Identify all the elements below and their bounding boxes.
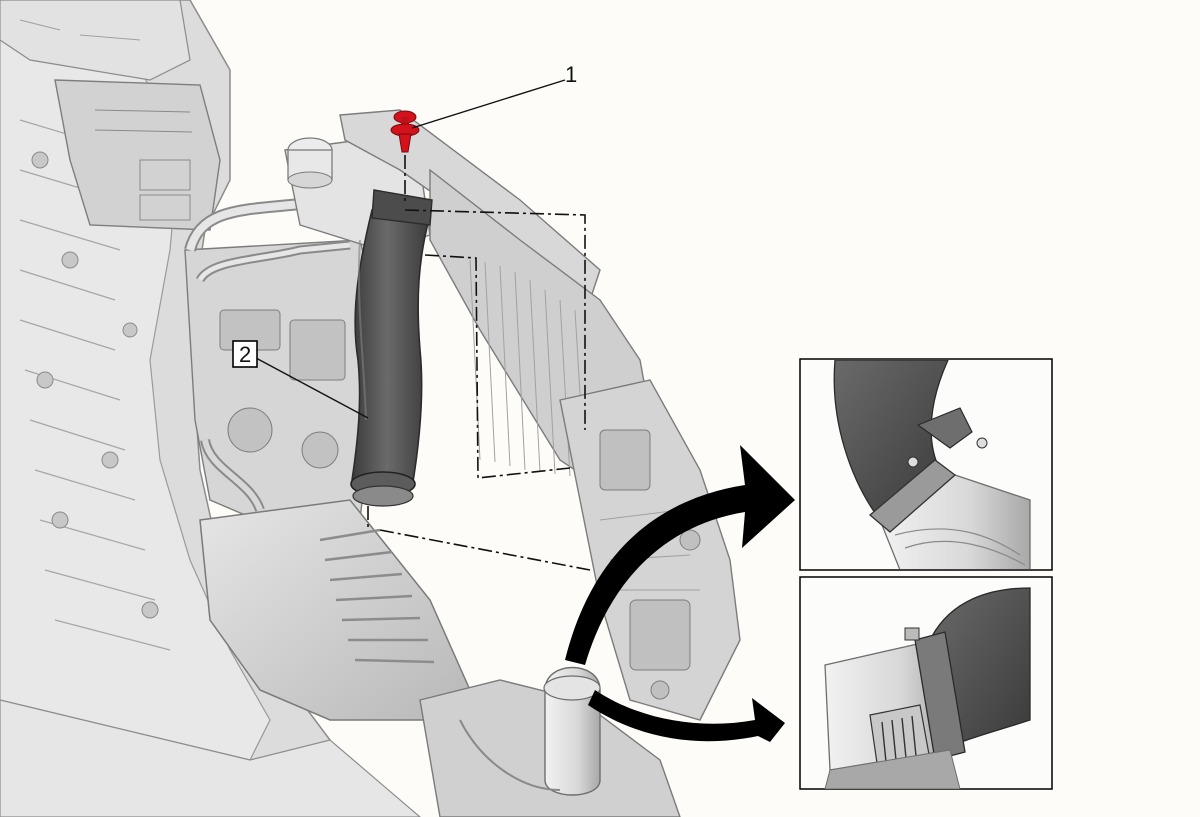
- air-cleaner-housing: [0, 499, 681, 817]
- air-intake-hose: [350, 189, 433, 507]
- detail-view-bottom: [799, 576, 1053, 790]
- callout-2-label: 2: [239, 342, 251, 367]
- engine-block: [184, 194, 381, 531]
- push-pin-retainer-icon: [390, 110, 420, 153]
- leader-lines: [255, 79, 566, 419]
- dashed-guide-lines: [367, 155, 591, 571]
- callout-2: 2: [232, 340, 258, 368]
- curved-arrow-icon: [565, 445, 795, 742]
- detail-view-top: [799, 358, 1053, 571]
- callout-1: 1: [565, 62, 577, 87]
- engine-bay-body: [0, 0, 331, 817]
